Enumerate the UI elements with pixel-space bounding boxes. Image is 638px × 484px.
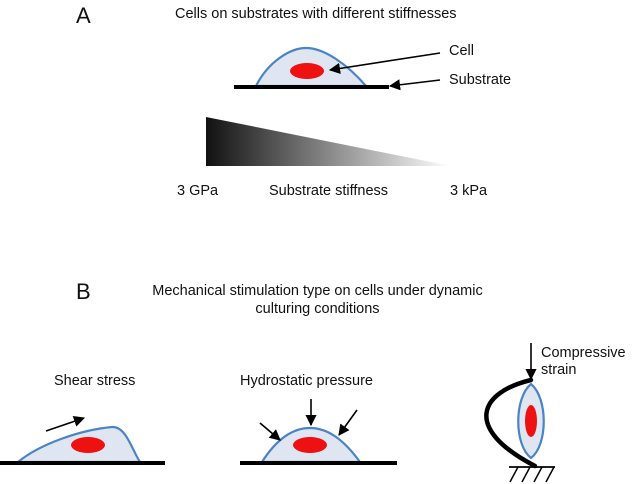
hydrostatic-pressure-diagram <box>240 399 397 465</box>
substrate-pointer-arrow <box>388 79 441 91</box>
hydro-arrow-right <box>338 409 358 436</box>
hydro-arrow-left <box>259 422 281 441</box>
panel-a-cell-diagram <box>234 46 441 91</box>
hydro-nucleus <box>293 437 327 453</box>
shear-arrow <box>45 415 86 432</box>
stiffness-low-label: 3 kPa <box>450 183 488 199</box>
cell-pointer-arrow <box>328 52 441 74</box>
panel-b-letter: B <box>76 279 91 304</box>
hydrostatic-pressure-label: Hydrostatic pressure <box>240 373 373 389</box>
compressive-nucleus <box>525 405 537 437</box>
shear-nucleus <box>71 437 105 453</box>
nucleus <box>290 63 324 79</box>
cell-label: Cell <box>449 43 474 59</box>
panel-a-letter: A <box>76 3 91 28</box>
shear-stress-diagram <box>0 415 165 465</box>
panel-b-title-line2: culturing conditions <box>255 301 380 317</box>
ground-hatch-3 <box>533 466 543 483</box>
shear-stress-label: Shear stress <box>54 373 136 389</box>
panel-a-title: Cells on substrates with different stiff… <box>175 6 457 22</box>
ground-hatch-4 <box>545 466 555 483</box>
substrate-label: Substrate <box>449 72 512 88</box>
compressive-strain-label-line2: strain <box>541 362 577 378</box>
ground-hatch-1 <box>509 466 519 483</box>
stiffness-axis-label: Substrate stiffness <box>269 183 389 199</box>
compressive-bent-beam <box>484 377 538 469</box>
compressive-strain-diagram <box>484 343 555 483</box>
ground-hatch-2 <box>521 466 531 483</box>
stiffness-gradient-wedge <box>206 117 451 166</box>
panel-b-title-line1: Mechanical stimulation type on cells und… <box>152 283 483 299</box>
stiffness-high-label: 3 GPa <box>177 183 219 199</box>
compressive-strain-label-line1: Compressive <box>541 345 626 361</box>
